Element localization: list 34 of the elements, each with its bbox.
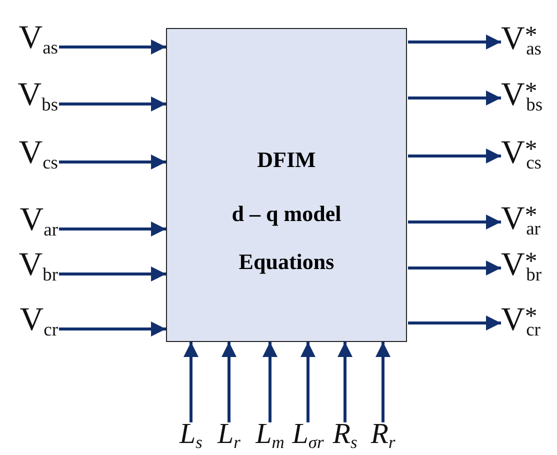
model-block	[166, 28, 407, 342]
block-title: d – q model	[232, 201, 342, 227]
arrow	[59, 322, 166, 336]
arrow	[408, 34, 501, 50]
block-title: DFIM	[257, 147, 316, 173]
parameter-label: R$_{r}$	[370, 420, 396, 452]
input-voltage-label: V$_{br}$	[18, 249, 58, 284]
arrow	[408, 316, 501, 330]
parameter-label: L$_{σr}$	[292, 420, 324, 452]
arrow	[408, 214, 501, 230]
arrow	[59, 154, 166, 170]
arrow	[408, 260, 501, 276]
arrow	[300, 342, 316, 422]
parameter-label: L$_{r}$	[218, 420, 240, 452]
arrow	[59, 96, 166, 112]
arrow	[222, 342, 236, 422]
block-title: Equations	[238, 249, 334, 275]
parameter-label: R$_{s}$	[332, 420, 358, 452]
arrow	[59, 266, 166, 282]
arrow	[184, 342, 198, 422]
parameter-label: L$_{s}$	[180, 420, 202, 452]
arrow	[408, 90, 501, 106]
input-voltage-label: V$_{as}$	[18, 22, 58, 58]
input-voltage-label: V$_{bs}$	[18, 79, 58, 114]
arrow	[376, 342, 390, 422]
input-voltage-label: V$_{ar}$	[20, 204, 58, 240]
arrow	[262, 342, 278, 422]
input-voltage-label: V$_{cs}$	[18, 137, 58, 172]
parameter-label: L$_{m}$	[256, 420, 284, 452]
arrow	[338, 342, 352, 422]
arrow	[59, 222, 166, 236]
arrow	[59, 40, 166, 54]
arrow	[408, 148, 501, 164]
input-voltage-label: V$_{cr}$	[20, 304, 58, 340]
